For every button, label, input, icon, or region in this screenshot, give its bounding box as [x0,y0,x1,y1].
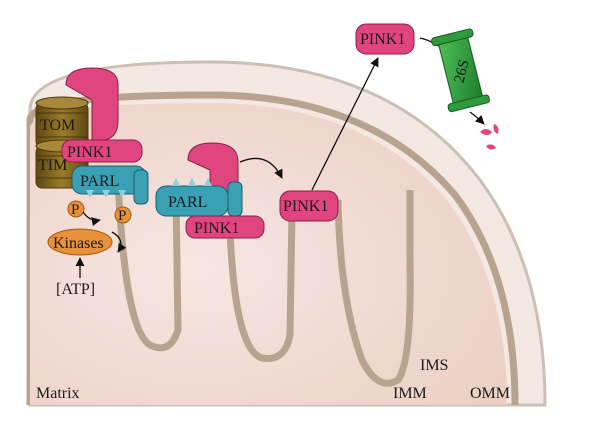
proteasome-label: 26S [452,58,473,85]
crista-3 [334,190,414,387]
fragment-3 [486,144,496,150]
phosphate-left [67,200,85,218]
pink1-cleave-label: PINK1 [194,220,239,237]
arrow-to-cytosol [311,57,379,191]
arrow-phospho [82,211,101,227]
parl-cleave-label: PARL [168,194,207,211]
fragment-1 [480,129,492,135]
arrow-to-ims-pink1 [239,157,283,179]
atp-label: [ATP] [56,281,95,298]
pink1-cytosol-label: PINK1 [360,31,405,48]
parl-cleave-protein [155,178,243,217]
proteasome-26s [431,28,490,113]
pink1-cleave-box [185,215,265,239]
pink1-cytosol-box [355,23,415,55]
arrow-degradation [469,111,485,125]
kinases-ellipse [47,228,113,256]
pink1-import-head [65,67,119,141]
parl-import-protein [71,165,149,205]
phosphate-left-label: P [71,202,79,218]
crista-2 [226,209,296,363]
tom-label: TOM [40,117,75,134]
omm-label: OMM [470,385,510,402]
matrix-region [30,103,507,405]
phosphate-right [114,206,132,224]
pink1-ims-box [279,190,339,222]
pink1-import-box [61,139,143,163]
fragment-2 [493,124,499,134]
arrow-kinase-curve [111,231,127,253]
parl-import-label: PARL [80,173,119,190]
imm-label: IMM [393,385,427,402]
ims-label: IMS [420,357,448,374]
matrix-label: Matrix [36,385,80,402]
kinases-label: Kinases [53,235,104,252]
tim-label: TIM [38,157,67,174]
pink1-ims-label: PINK1 [283,198,328,215]
phosphate-right-label: P [118,208,126,224]
pink1-import-label: PINK1 [67,144,112,161]
